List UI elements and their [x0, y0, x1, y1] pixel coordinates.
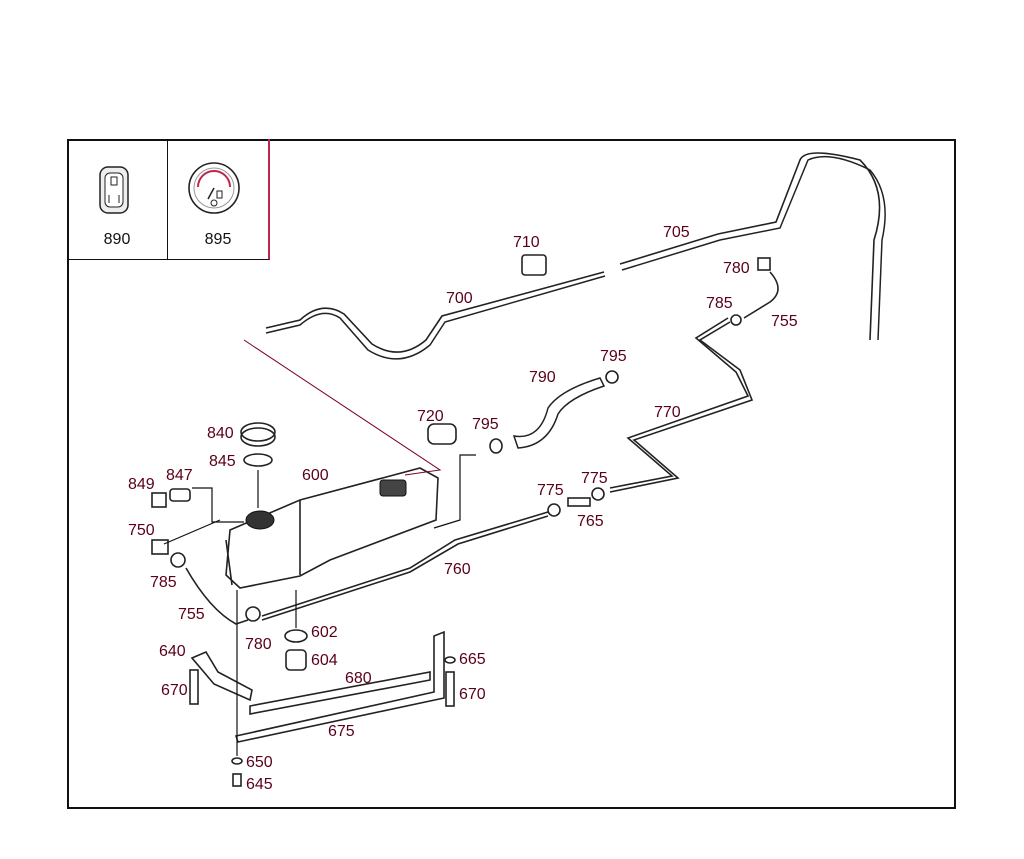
- fitting-750[interactable]: [151, 539, 169, 555]
- filler-neck: [245, 510, 275, 530]
- nut-645[interactable]: [232, 773, 242, 787]
- diagram-frame: [67, 139, 956, 809]
- label-602: 602: [311, 624, 338, 641]
- label-775-right: 775: [581, 470, 608, 487]
- label-785-left: 785: [150, 574, 177, 591]
- sender-unit: [379, 479, 407, 497]
- label-700: 700: [446, 290, 473, 307]
- label-790: 790: [529, 369, 556, 386]
- label-705: 705: [663, 224, 690, 241]
- sleeve-720[interactable]: [427, 423, 457, 445]
- adapter-847[interactable]: [169, 488, 191, 502]
- label-720: 720: [417, 408, 444, 425]
- strap-680[interactable]: [249, 671, 431, 715]
- part-number-890: 890: [103, 231, 131, 248]
- washer-650[interactable]: [231, 757, 243, 765]
- label-675: 675: [328, 723, 355, 740]
- hose-700[interactable]: [265, 275, 606, 360]
- label-750: 750: [128, 522, 155, 539]
- label-640: 640: [159, 643, 186, 660]
- label-670-right: 670: [459, 686, 486, 703]
- label-665: 665: [459, 651, 486, 668]
- part-number-895: 895: [204, 231, 232, 248]
- label-645: 645: [246, 776, 273, 793]
- label-795-left: 795: [472, 416, 499, 433]
- plug-604[interactable]: [285, 649, 307, 671]
- label-760: 760: [444, 561, 471, 578]
- connector-765[interactable]: [567, 497, 591, 507]
- clip-710[interactable]: [521, 254, 547, 276]
- hose-755-right[interactable]: [743, 271, 779, 319]
- fuel-tank-600[interactable]: [225, 467, 439, 589]
- fuel-gauge-icon: [188, 162, 240, 214]
- label-770: 770: [654, 404, 681, 421]
- label-775-left: 775: [537, 482, 564, 499]
- label-650: 650: [246, 754, 273, 771]
- line-770[interactable]: [609, 321, 754, 493]
- clamp-785-left[interactable]: [170, 552, 186, 568]
- label-755-left: 755: [178, 606, 205, 623]
- seal-602[interactable]: [284, 629, 308, 643]
- label-849: 849: [128, 476, 155, 493]
- label-780-left: 780: [245, 636, 272, 653]
- cap-849[interactable]: [151, 492, 167, 508]
- hose-790[interactable]: [512, 377, 606, 449]
- washer-665[interactable]: [444, 656, 456, 664]
- bracket-640[interactable]: [190, 650, 253, 702]
- label-604: 604: [311, 652, 338, 669]
- inset-cell-890[interactable]: 890: [67, 139, 168, 260]
- filler-cap-840[interactable]: [240, 422, 276, 442]
- line-760[interactable]: [261, 511, 549, 617]
- clamp-775-right[interactable]: [591, 487, 605, 501]
- clamp-780-left[interactable]: [245, 606, 261, 622]
- bolt-670-left[interactable]: [189, 669, 199, 705]
- hose-755-left[interactable]: [185, 567, 249, 625]
- clamp-775-left[interactable]: [547, 503, 561, 517]
- label-765: 765: [577, 513, 604, 530]
- label-845: 845: [209, 453, 236, 470]
- bolt-670-right[interactable]: [445, 671, 455, 707]
- label-680: 680: [345, 670, 372, 687]
- hose-705[interactable]: [621, 155, 886, 341]
- fuel-switch-icon: [99, 166, 129, 214]
- inset-panel: 890 895: [67, 139, 270, 260]
- strap-675[interactable]: [234, 630, 445, 743]
- label-847: 847: [166, 467, 193, 484]
- label-795-right: 795: [600, 348, 627, 365]
- label-670-left: 670: [161, 682, 188, 699]
- clamp-795-left[interactable]: [489, 438, 503, 454]
- seal-ring-845[interactable]: [243, 453, 273, 467]
- label-710: 710: [513, 234, 540, 251]
- label-785-right: 785: [706, 295, 733, 312]
- label-600: 600: [302, 467, 329, 484]
- label-780-right: 780: [723, 260, 750, 277]
- inset-cell-895[interactable]: 895: [168, 139, 270, 260]
- label-840: 840: [207, 425, 234, 442]
- clamp-795-right[interactable]: [605, 370, 619, 384]
- clamp-785-right[interactable]: [730, 314, 742, 326]
- label-755-right: 755: [771, 313, 798, 330]
- clamp-780-right[interactable]: [757, 257, 771, 271]
